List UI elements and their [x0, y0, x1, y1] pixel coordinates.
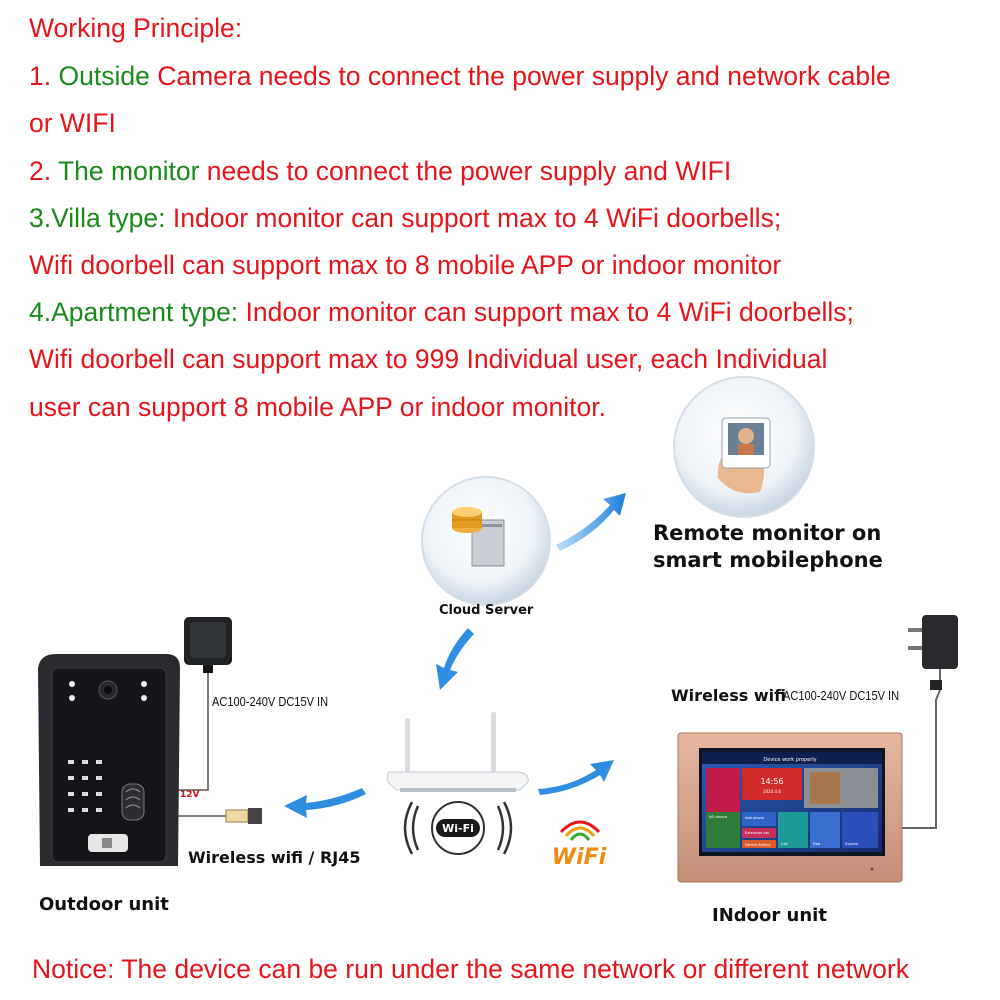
indoor-monitor-image: Device work properly 14:56 2020.4.6 NO d…: [677, 732, 903, 883]
indoor-wifi-label: Wireless wifi: [671, 686, 786, 705]
monitor-tile-6: Pwd: [813, 842, 820, 846]
monitor-tile-5: Call: [781, 842, 788, 846]
arrow-router-to-outdoor: [284, 788, 366, 818]
indoor-power-label: AC100-240V DC15V IN: [783, 688, 900, 703]
principle-line-1: 1. Outside Camera needs to connect the p…: [29, 61, 891, 91]
wifi-badge-text: Wi-Fi: [442, 822, 474, 835]
arrow-cloud-to-router: [436, 628, 474, 690]
wifi-signal-icon: Wi-Fi: [403, 801, 513, 855]
outdoor-unit-label: Outdoor unit: [39, 894, 169, 915]
indoor-unit-label: INdoor unit: [712, 905, 827, 926]
outdoor-connection-label: Wireless wifi / RJ45: [188, 848, 361, 867]
principle-line-1b: or WIFI: [29, 108, 116, 138]
principle-line-4: 4.Apartment type: Indoor monitor can sup…: [29, 297, 854, 327]
remote-monitor-label: Remote monitor on smart mobilephone: [653, 521, 883, 572]
monitor-tile-3: Extension call: [745, 831, 769, 835]
wifi-logo: WiFi: [552, 820, 607, 870]
monitor-tile-4: Device Setting: [745, 843, 771, 847]
principle-line-4c: user can support 8 mobile APP or indoor …: [29, 392, 606, 422]
outdoor-power-adapter-icon: [176, 617, 232, 817]
principle-line-3: 3.Villa type: Indoor monitor can support…: [29, 203, 782, 233]
principle-line-2: 2. The monitor needs to connect the powe…: [29, 156, 732, 186]
monitor-tile-7: System: [845, 842, 859, 846]
voltage-12v-label: 12V: [180, 790, 200, 800]
monitor-status-text: Device work properly: [763, 757, 816, 763]
arrow-router-to-indoor: [538, 760, 614, 795]
notice-text: Notice: The device can be run under the …: [32, 954, 909, 984]
outdoor-unit-image: [38, 654, 180, 866]
arrow-cloud-to-phone: [556, 493, 626, 551]
rj45-plug-icon: [225, 808, 262, 824]
principle-title: Working Principle:: [29, 13, 243, 43]
router-icon: [386, 712, 529, 792]
smartphone-icon: [673, 376, 815, 518]
monitor-tile-2: Add phone: [745, 816, 764, 820]
monitor-tile-1: NO device: [709, 815, 727, 819]
principle-line-3b: Wifi doorbell can support max to 8 mobil…: [29, 250, 782, 280]
cloud-server-label: Cloud Server: [439, 603, 534, 618]
indoor-power-adapter-icon: [902, 615, 958, 829]
cloud-server-icon: [421, 476, 551, 606]
outdoor-power-label: AC100-240V DC15V IN: [212, 694, 329, 709]
wifi-logo-text: WiFi: [552, 845, 607, 870]
principle-line-4b: Wifi doorbell can support max to 999 Ind…: [29, 344, 828, 374]
monitor-date-text: 2020.4.6: [763, 789, 781, 794]
monitor-time-text: 14:56: [760, 777, 783, 786]
